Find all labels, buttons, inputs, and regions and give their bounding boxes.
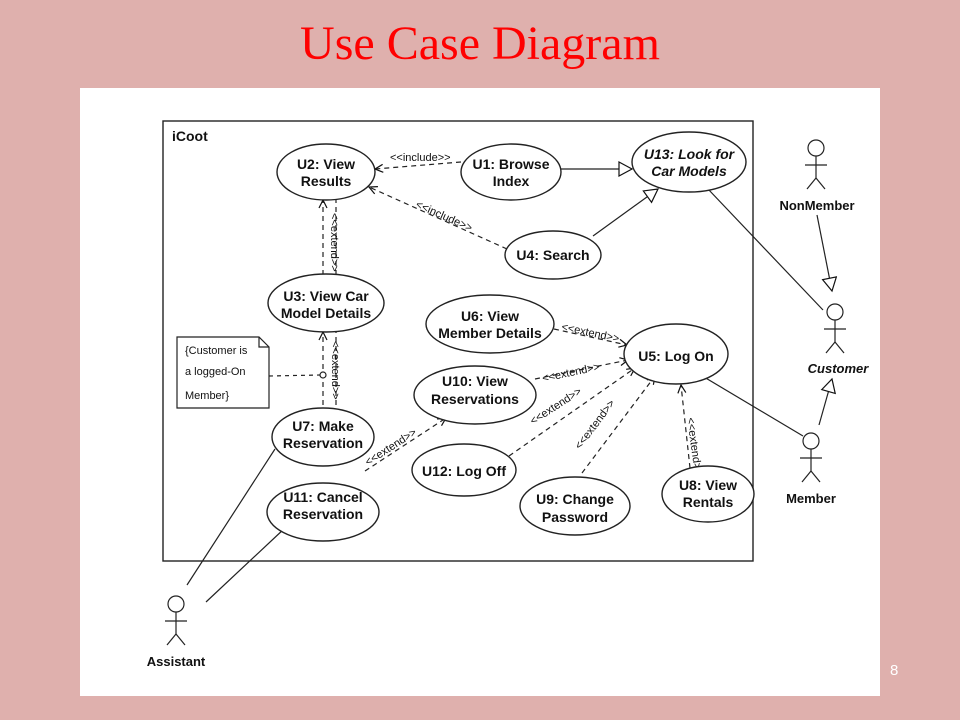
assoc-customer-u13 [707,188,824,311]
use-case-u3[interactable]: U3: View Car Model Details [267,273,385,333]
extend-u6-u5 [553,328,627,345]
use-case-u7[interactable]: U7: Make Reservation [271,407,375,467]
actor-assistant[interactable]: Assistant [147,595,206,669]
svg-text:NonMember: NonMember [779,198,854,213]
svg-text:Reservation: Reservation [283,435,363,451]
system-name: iCoot [172,128,208,144]
svg-text:U6: View: U6: View [461,308,519,324]
svg-text:Index: Index [493,173,530,189]
use-case-u1[interactable]: U1: Browse Index [460,143,562,201]
svg-text:U2: View: U2: View [297,156,355,172]
use-case-u9[interactable]: U9: Change Password [519,476,631,536]
svg-text:U8: View: U8: View [679,477,737,493]
svg-text:Customer: Customer [808,361,870,376]
svg-text:U9: Change: U9: Change [536,491,614,507]
extend-u11-u10 [364,418,446,472]
actor-customer[interactable]: Customer [808,303,870,376]
use-case-u4[interactable]: U4: Search [504,230,602,280]
use-case-u11[interactable]: U11: Cancel Reservation [266,482,380,542]
svg-text:U4: Search: U4: Search [516,247,589,263]
svg-text:U12: Log Off: U12: Log Off [422,463,506,479]
system-boundary: iCoot [162,120,754,562]
constraint-note: {Customer is a logged-On Member} [176,336,270,409]
svg-text:U11: Cancel: U11: Cancel [283,489,362,505]
svg-text:U10: View: U10: View [442,373,508,389]
use-case-u5[interactable]: U5: Log On [623,323,729,385]
svg-text:U7: Make: U7: Make [292,418,354,434]
label-include-u1-u2: <<include>> [390,152,451,164]
svg-text:{Customer is: {Customer is [185,345,248,357]
generalize-member-customer [818,377,837,426]
svg-text:Reservations: Reservations [431,391,519,407]
svg-text:U1: Browse: U1: Browse [472,156,549,172]
include-u4-u2 [369,187,508,250]
svg-text:Member: Member [786,491,836,506]
generalize-nonmember-customer [816,214,838,293]
use-case-u13[interactable]: U13: Look for Car Models [631,131,747,193]
assoc-member-u5 [703,376,804,437]
connections [186,160,838,603]
label-extend-u7-u3: <<extend>> [329,341,341,400]
use-case-u10[interactable]: U10: View Reservations [413,365,537,425]
use-case-u12[interactable]: U12: Log Off [411,443,517,497]
svg-text:Model Details: Model Details [281,305,371,321]
svg-text:U3: View Car: U3: View Car [283,288,369,304]
svg-text:U13: Look for: U13: Look for [644,146,736,162]
svg-text:U5: Log On: U5: Log On [638,348,713,364]
page-number: 8 [890,662,899,679]
svg-text:Car Models: Car Models [651,163,727,179]
use-case-u6[interactable]: U6: View Member Details [425,294,555,354]
svg-text:Password: Password [542,509,608,525]
svg-text:Member}: Member} [185,390,229,402]
extend-u9-u5 [581,376,655,474]
use-case-u8[interactable]: U8: View Rentals [661,465,755,523]
label-extend-u3-u2: <<extend>> [328,213,340,272]
assoc-assistant-u7 [186,448,276,586]
assoc-assistant-u11 [205,527,286,603]
extend-u8-u5 [681,385,691,469]
slide-title: Use Case Diagram [300,17,660,70]
extend-u10-u5 [534,360,628,380]
use-case-diagram: iCoot [80,88,880,696]
actor-nonmember[interactable]: NonMember [779,139,855,213]
svg-text:a logged-On: a logged-On [185,366,246,378]
svg-text:Member Details: Member Details [438,325,542,341]
svg-text:Reservation: Reservation [283,506,363,522]
svg-text:Results: Results [301,173,352,189]
extend-u12-u5 [508,368,635,457]
use-case-u2[interactable]: U2: View Results [276,143,376,201]
note-anchor [268,374,321,377]
actor-member[interactable]: Member [786,432,836,506]
svg-text:Rentals: Rentals [683,494,734,510]
svg-text:Assistant: Assistant [147,654,206,669]
generalize-u4-u13 [592,188,660,237]
